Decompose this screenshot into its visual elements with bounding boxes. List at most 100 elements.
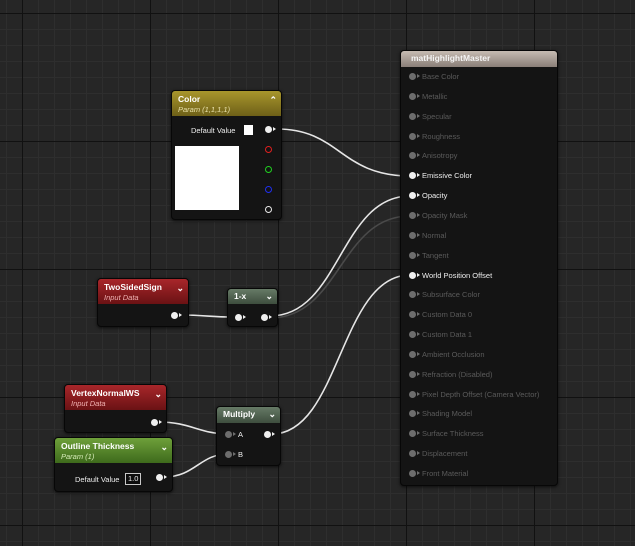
material-input-pin[interactable] (409, 450, 416, 458)
pin-arrow-icon (164, 475, 167, 479)
material-input-pin[interactable] (409, 470, 416, 477)
material-input-pin[interactable] (409, 172, 416, 180)
pin-arrow-icon (417, 232, 420, 237)
wire-oneminus-to-opacity-mask (269, 215, 411, 319)
two-sided-sign-output-pin[interactable] (171, 312, 178, 319)
pin-arrow-icon (417, 292, 420, 297)
two-sided-sign-node[interactable]: TwoSidedSign Input Data ⌄ (97, 278, 189, 327)
material-input-label: Anisotropy (422, 151, 458, 161)
vertex-normal-output-pin[interactable] (151, 419, 158, 426)
one-minus-output-pin[interactable] (261, 314, 268, 321)
pin-arrow-icon (417, 193, 420, 198)
multiply-output-pin[interactable] (264, 431, 271, 438)
pin-arrow-icon (417, 252, 420, 257)
pin-arrow-icon (179, 313, 182, 317)
outline-thickness-header[interactable]: Outline Thickness Param (1) ⌄ (55, 438, 172, 463)
two-sided-sign-title: TwoSidedSign (104, 282, 162, 292)
rgba-output-pin[interactable] (265, 126, 272, 133)
pin-arrow-icon (417, 411, 420, 416)
multiply-node[interactable]: Multiply ⌄ A B (216, 406, 281, 466)
material-input-pin[interactable] (409, 132, 416, 140)
pin-arrow-icon (417, 153, 420, 158)
pin-arrow-icon (417, 351, 420, 356)
material-input-pin[interactable] (409, 211, 416, 219)
material-input-label: Custom Data 1 (422, 330, 473, 340)
material-input-pin[interactable] (409, 271, 416, 279)
material-input-pin[interactable] (409, 73, 416, 80)
pin-arrow-icon (269, 315, 272, 319)
color-preview (175, 146, 239, 210)
material-header[interactable]: matHighlightMaster (401, 51, 557, 67)
default-value-swatch[interactable] (244, 125, 253, 135)
collapse-chevron-icon[interactable]: ⌄ (268, 409, 276, 419)
material-input-pin[interactable] (409, 350, 416, 358)
material-input-pin[interactable] (409, 152, 416, 160)
multiply-header[interactable]: Multiply ⌄ (217, 407, 280, 423)
material-input-label: Pixel Depth Offset (Camera Vector) (422, 389, 540, 399)
multiply-a-input-pin[interactable] (225, 431, 232, 438)
two-sided-sign-subtitle: Input Data (104, 293, 139, 302)
pin-arrow-icon (417, 332, 420, 337)
material-input-label: Normal (422, 230, 447, 240)
material-input-pin[interactable] (409, 370, 416, 378)
material-input-label: Opacity Mask (422, 210, 468, 220)
material-input-pin[interactable] (409, 92, 416, 100)
material-input-label: Base Color (422, 72, 460, 81)
one-minus-header[interactable]: 1-x ⌄ (228, 289, 277, 304)
material-input-pin[interactable] (409, 390, 416, 398)
pin-arrow-icon (417, 93, 420, 98)
color-param-subtitle: Param (1,1,1,1) (178, 105, 231, 114)
outline-thickness-output-pin[interactable] (156, 474, 163, 481)
material-input-pin[interactable] (409, 231, 416, 239)
color-param-node[interactable]: Color Param (1,1,1,1) ⌃ Default Value (171, 90, 282, 220)
material-title: matHighlightMaster (411, 53, 491, 63)
one-minus-node[interactable]: 1-x ⌄ (227, 288, 278, 327)
pin-arrow-icon (233, 432, 236, 436)
collapse-chevron-icon[interactable]: ⌄ (160, 442, 168, 452)
pin-arrow-icon (417, 391, 420, 396)
a-output-pin[interactable] (265, 206, 272, 213)
material-input-pin[interactable] (409, 251, 416, 259)
pin-arrow-icon (417, 272, 420, 277)
pin-arrow-icon (417, 471, 420, 475)
material-input-pin[interactable] (409, 430, 416, 438)
one-minus-title: 1-x (234, 291, 247, 301)
material-input-pin[interactable] (409, 331, 416, 339)
material-input-pin[interactable] (409, 291, 416, 299)
pin-arrow-icon (417, 371, 420, 376)
pin-arrow-icon (417, 451, 420, 456)
vertex-normal-node[interactable]: VertexNormalWS Input Data ⌄ (64, 384, 167, 433)
b-output-pin[interactable] (265, 186, 272, 193)
multiply-b-input-pin[interactable] (225, 451, 232, 458)
material-input-label: Specular (422, 111, 452, 121)
pin-arrow-icon (417, 431, 420, 436)
material-input-label: Roughness (422, 131, 460, 141)
vertex-normal-header[interactable]: VertexNormalWS Input Data ⌄ (65, 385, 166, 410)
pin-arrow-icon (273, 127, 276, 131)
material-input-label: World Position Offset (422, 270, 493, 280)
g-output-pin[interactable] (265, 166, 272, 173)
outline-thickness-node[interactable]: Outline Thickness Param (1) ⌄ Default Va… (54, 437, 173, 492)
default-value-input[interactable]: 1.0 (125, 473, 142, 485)
outline-thickness-subtitle: Param (1) (61, 452, 95, 461)
material-input-pin[interactable] (409, 311, 416, 319)
collapse-chevron-icon[interactable]: ⌄ (154, 389, 162, 399)
one-minus-input-pin[interactable] (235, 314, 242, 321)
pin-arrow-icon (417, 133, 420, 138)
r-output-pin[interactable] (265, 146, 272, 153)
pin-arrow-icon (233, 452, 236, 456)
color-param-header[interactable]: Color Param (1,1,1,1) ⌃ (172, 91, 281, 116)
material-input-pin[interactable] (409, 410, 416, 418)
material-input-pin[interactable] (409, 112, 416, 120)
multiply-b-label: B (238, 450, 244, 459)
material-input-label: Surface Thickness (422, 429, 484, 439)
collapse-chevron-icon[interactable]: ⌃ (269, 95, 277, 105)
vertex-normal-subtitle: Input Data (71, 399, 106, 408)
pin-arrow-icon (417, 113, 420, 118)
collapse-chevron-icon[interactable]: ⌄ (265, 291, 273, 301)
material-input-pin[interactable] (409, 192, 416, 200)
collapse-chevron-icon[interactable]: ⌄ (176, 283, 184, 293)
two-sided-sign-header[interactable]: TwoSidedSign Input Data ⌄ (98, 279, 188, 304)
material-input-label: Tangent (422, 250, 449, 260)
